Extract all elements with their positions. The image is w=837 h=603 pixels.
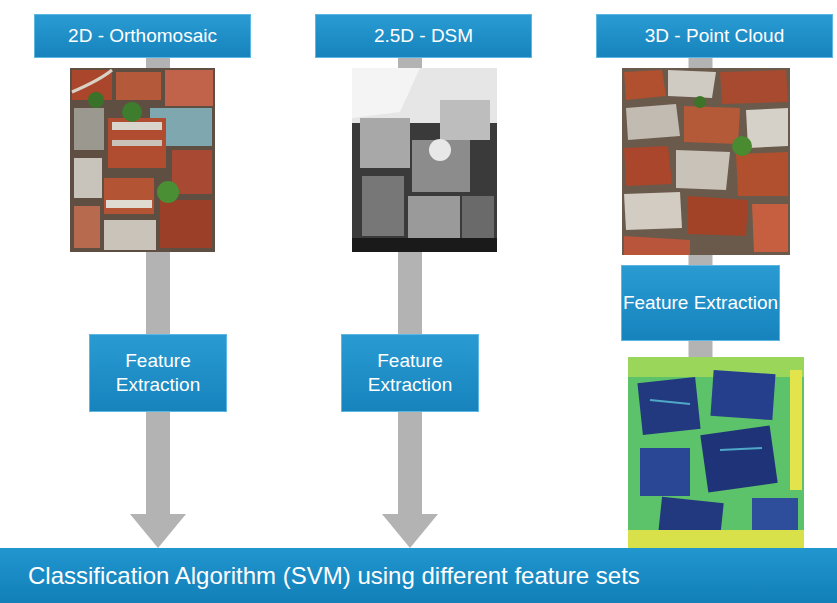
- arrow-shaft: [398, 412, 422, 514]
- node-label: Feature Extraction: [623, 291, 778, 315]
- column-header: 2.5D - DSM: [315, 14, 532, 58]
- node-label: Feature Extraction: [342, 349, 478, 397]
- classifier-band: Classification Algorithm (SVM) using dif…: [0, 548, 837, 603]
- column-header: 2D - Orthomosaic: [34, 14, 251, 58]
- column-header: 3D - Point Cloud: [596, 14, 833, 58]
- flow-arrow: [382, 412, 438, 548]
- node-label: 3D - Point Cloud: [645, 24, 784, 48]
- process-box: Feature Extraction: [621, 265, 780, 341]
- node-label: Feature Extraction: [90, 349, 226, 397]
- process-box: Feature Extraction: [89, 334, 227, 412]
- node-label: Classification Algorithm (SVM) using dif…: [28, 561, 640, 591]
- point-cloud-image: [622, 68, 790, 255]
- flow-arrow: [130, 412, 186, 548]
- node-label: 2.5D - DSM: [374, 24, 473, 48]
- process-box: Feature Extraction: [341, 334, 479, 412]
- dsm-image: [352, 68, 497, 252]
- arrow-shaft: [146, 412, 170, 514]
- node-label: 2D - Orthomosaic: [68, 24, 217, 48]
- orthomosaic-image: [70, 68, 215, 252]
- arrow-head: [382, 514, 438, 548]
- arrow-head: [130, 514, 186, 548]
- feature-map-image: [628, 357, 804, 548]
